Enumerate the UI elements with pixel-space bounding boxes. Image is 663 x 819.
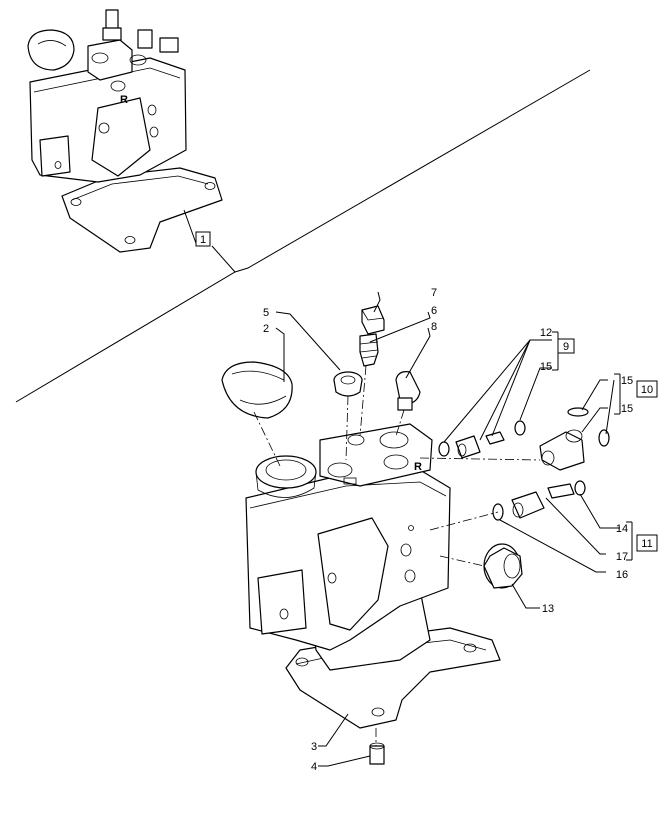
nut-part-7 [361,305,385,335]
callout-11: 11 [641,538,652,550]
callout-box-9 [557,338,575,354]
callout-3: 3 [311,741,317,753]
assembled-valve-unit [27,9,223,253]
callout-10: 10 [641,384,653,396]
callout-16: 16 [616,569,628,581]
callout-box-10 [636,380,658,398]
callout-9: 9 [563,341,569,353]
leader-lines [275,291,633,767]
callout-1: 1 [200,234,206,246]
callout-13: 13 [542,603,554,615]
valve-mark-r-main: R [414,461,422,473]
callout-box-11 [636,534,658,552]
callout-6: 6 [431,305,437,317]
main-valve-body: R R [120,94,501,729]
valve-part-8 [395,371,421,411]
callout-15-left: 15 [540,361,552,373]
separator-line [15,69,591,403]
callout-4: 4 [311,761,317,773]
callout-5: 5 [263,307,269,319]
callout-7: 7 [431,287,437,299]
callout-15-right-top: 15 [621,375,633,387]
orings-and-fittings [369,407,610,765]
valve-mark-r-top: R [120,94,128,106]
callout-box-1 [195,231,211,247]
assembly-lines [253,365,541,746]
rubber-cap-part-2 [221,361,293,419]
callout-12: 12 [540,327,552,339]
callout-labels: 2 3 4 5 6 7 8 9 10 11 12 13 14 15 15 15 … [263,287,658,773]
leader-1 [183,209,198,247]
fitting-part-6 [359,333,379,367]
callout-17: 17 [616,551,628,563]
callout-2: 2 [263,323,269,335]
callout-14: 14 [616,523,628,535]
callout-8: 8 [431,321,437,333]
plug-part-5 [333,371,363,397]
callout-15-right-bottom: 15 [621,403,633,415]
